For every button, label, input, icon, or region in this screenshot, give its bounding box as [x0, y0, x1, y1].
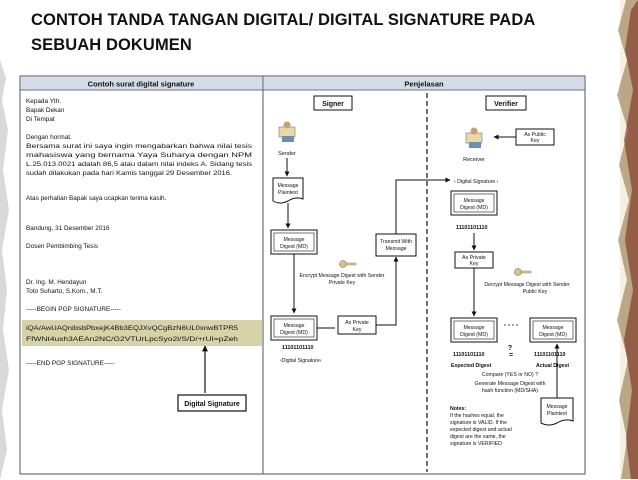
- verifier-plaintext-line: Message: [546, 404, 567, 410]
- transmit-box: [375, 233, 417, 257]
- signer-digest-box-2: [270, 315, 318, 341]
- receiver-label: Receiver: [463, 157, 485, 163]
- verifier-key-line: As Private: [462, 255, 486, 261]
- transmit-line: Message: [385, 246, 406, 252]
- slide-title: CONTOH TANDA TANGAN DIGITAL/ DIGITAL SIG…: [31, 11, 535, 54]
- decrypt-label: Public Key: [523, 289, 548, 295]
- verifier-key-line: Key: [470, 261, 479, 267]
- greeting-line: Kepada Yth.: [26, 98, 61, 105]
- figure-frame: [19, 75, 586, 475]
- verifier-bits: 11101101110: [456, 225, 488, 231]
- signer-digest-line: Message: [283, 237, 304, 243]
- left-header: Contoh surat digital signature: [88, 80, 195, 89]
- actual-digest-box: [529, 317, 577, 343]
- place-date: Bandung, 31 Desember 2016: [26, 225, 110, 232]
- body-line: sudah dilakukan pada hari Kamis tanggal …: [26, 170, 232, 177]
- right-header-band: [262, 75, 586, 91]
- body-line: Bersama surat ini saya ingin mengabarkan…: [26, 143, 252, 150]
- signer-role: Dosen Pembimbing Tesis: [26, 243, 98, 250]
- expected-digest-line: Message: [463, 325, 484, 331]
- signer-label: Signer: [322, 101, 344, 108]
- actual-digest-line: Message: [542, 325, 563, 331]
- right-header: Penjelasan: [404, 80, 444, 89]
- right-edge-decoration: [617, 0, 638, 479]
- private-key-line: As Private: [345, 320, 369, 326]
- verifier-digest-line: Message: [463, 198, 484, 204]
- body-line: mahasiswa yang bernama Yaya Suharya deng…: [26, 152, 252, 159]
- compare-line: Compare (YES or NO) ?: [482, 372, 538, 378]
- encrypt-label: Encrypt Message Digest with Sender: [299, 273, 384, 279]
- digital-signature-callout: [177, 394, 247, 412]
- decrypt-label: Decrypt Message Digest with Sender: [484, 282, 570, 288]
- signer-digest-line: Message: [283, 323, 304, 329]
- signer-tab: [313, 95, 353, 111]
- verifier-digest-box: [450, 190, 498, 216]
- verifier-plaintext-doc: [540, 397, 574, 426]
- signer-digital-signature-tag: ‹Digital Signature›: [280, 358, 322, 364]
- pgp-signature-line: FfWNt4uxh3AEAn2NC/G2VTUrLpcSyo2l/S/D/+rU…: [26, 336, 239, 343]
- actual-label: Actual Digest: [536, 363, 569, 369]
- expected-digest-box: [450, 317, 498, 343]
- salutation: Dengan hormat.: [26, 134, 72, 141]
- signer-digest-box: [270, 229, 318, 255]
- signer-plaintext-doc: [272, 177, 304, 204]
- pgp-signature-line: iQA/AwUAQnibsbPbxejK4Bb3EQJXvQCgBzN6UL0x…: [26, 325, 239, 332]
- sender-icon: [278, 121, 296, 142]
- signer-plaintext-line: Plaintext: [278, 190, 298, 196]
- verifier-label: Verifier: [494, 101, 518, 108]
- notes-line: signature is VALID. If the: [450, 420, 507, 426]
- verifier-tab: [485, 95, 527, 111]
- equal-sign: =: [509, 352, 513, 359]
- public-key-icon: [514, 268, 532, 276]
- pgp-begin: -----BEGIN PGP SIGNATURE-----: [26, 306, 121, 313]
- compare-question: ?: [508, 345, 512, 352]
- signer-bits: 11101101110: [282, 345, 314, 351]
- signer-name: Dr. Ing. M. Hendayun: [26, 279, 87, 286]
- notes-line: Notes:: [450, 406, 466, 412]
- notes-line: signature is VERIFIED: [450, 441, 502, 447]
- notes-line: expected digest and actual: [450, 427, 512, 433]
- left-edge-decoration: [0, 60, 9, 480]
- private-key-line: Key: [353, 327, 362, 333]
- public-key-line: Key: [531, 138, 540, 144]
- diagram-canvas: Contoh surat digital signature Penjelasa…: [19, 75, 586, 475]
- signer-digest-line: Digest (MD): [280, 244, 308, 250]
- expected-digest-line: Digest (MD): [460, 332, 488, 338]
- closing-line: Atas perhatian Bapak saya ucapkan terima…: [26, 195, 167, 202]
- receiver-icon: [465, 127, 483, 148]
- transmit-line: Transmit With: [380, 239, 412, 245]
- signer-digest-line: Digest (MD): [280, 330, 308, 336]
- actual-bits: 11101101110: [534, 352, 566, 358]
- pgp-end: -----END PGP SIGNATURE-----: [26, 360, 115, 367]
- public-key-line: As Public: [524, 132, 546, 138]
- greeting-line: Di Tempat: [26, 116, 55, 123]
- greeting-line: Bapak Dekan: [26, 107, 65, 114]
- encrypt-label: Private Key: [329, 280, 356, 286]
- notes-line: digest are the same, the: [450, 434, 506, 440]
- callout-label: Digital Signature: [184, 401, 240, 408]
- compare-line: Generate Message Digest with: [475, 381, 546, 387]
- signer-name: Toto Suharto, S.Kom., M.T.: [26, 288, 103, 295]
- compare-line: hash function (MD/SHA): [482, 388, 538, 394]
- expected-label: Expected Digest: [451, 363, 492, 369]
- sender-label: Sender: [278, 151, 296, 157]
- letter: Kepada Yth. Bapak Dekan Di Tempat Dengan…: [26, 98, 252, 313]
- private-key-icon: [339, 260, 357, 268]
- verifier-signature-tag: ‹ Digital Signature ›: [454, 179, 499, 185]
- expected-bits: 11101101110: [453, 352, 485, 358]
- verifier-digest-line: Digest (MD): [460, 205, 488, 211]
- notes-line: If the hashes equal, the: [450, 413, 504, 419]
- verifier-plaintext-line: Plaintext: [547, 411, 567, 417]
- pgp-highlight: [22, 320, 262, 346]
- body-line: L.25.013.0021 adalah 86,5 atau dalam nil…: [26, 161, 252, 168]
- notes: Notes: If the hashes equal, the signatur…: [450, 406, 512, 447]
- signer-plaintext-line: Message: [277, 183, 298, 189]
- actual-digest-line: Digest (MD): [539, 332, 567, 338]
